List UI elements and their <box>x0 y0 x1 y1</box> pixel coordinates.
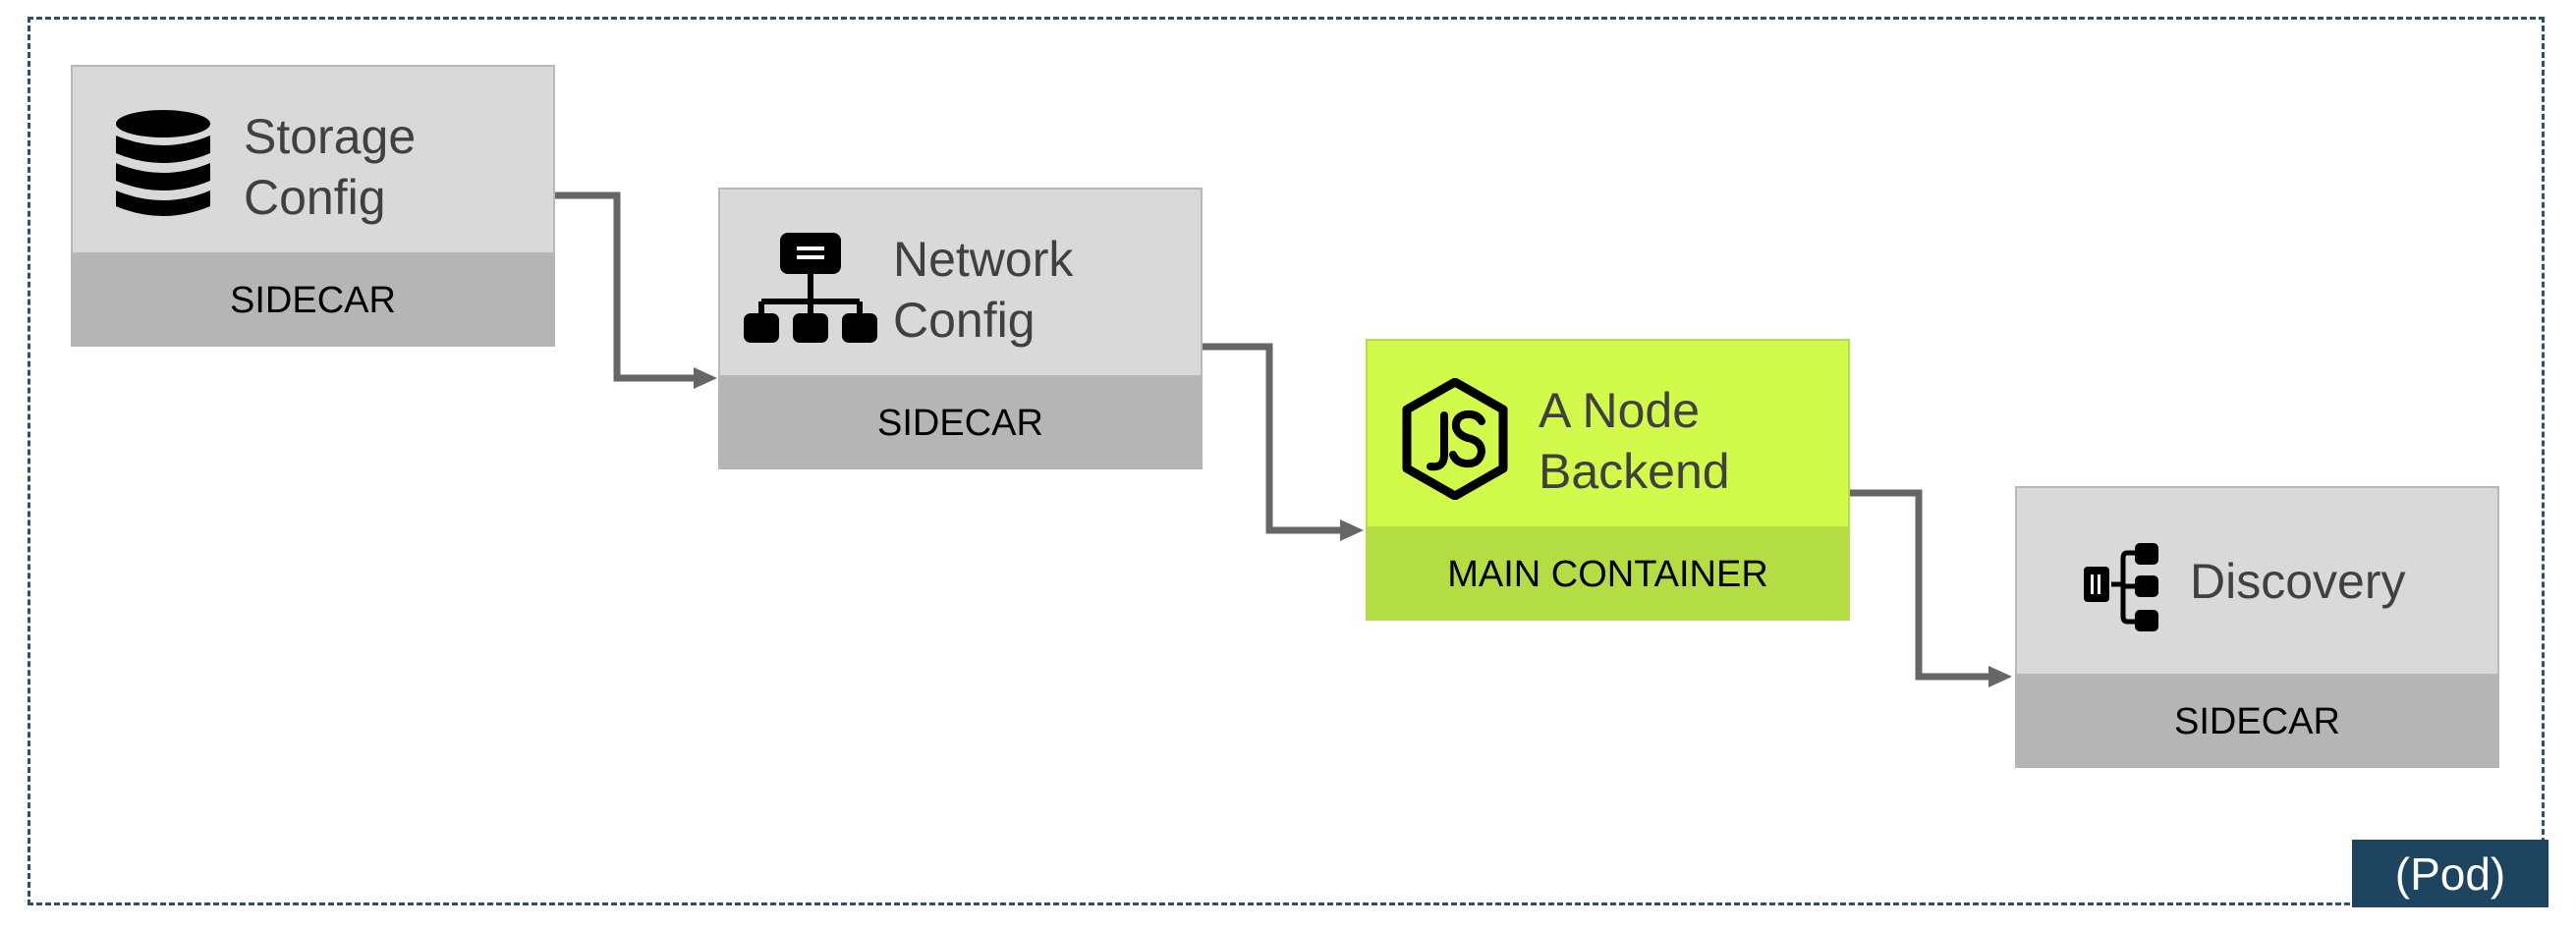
network-config-node: Network Config SIDECAR <box>718 188 1203 469</box>
storage-config-node: Storage Config SIDECAR <box>71 65 555 347</box>
discovery-tree-icon <box>2084 543 2158 631</box>
node-role-label: SIDECAR <box>71 254 555 347</box>
discovery-node: Discovery SIDECAR <box>2015 486 2499 768</box>
node-backend-node: A Node Backend MAIN CONTAINER <box>1366 339 1850 621</box>
database-icon <box>116 110 210 216</box>
title-line-2: Config <box>893 293 1036 348</box>
node-role-label: MAIN CONTAINER <box>1366 528 1850 621</box>
pod-boundary <box>28 17 2545 905</box>
arrow-network-to-node-head <box>1340 519 1364 541</box>
title-line-2: Config <box>244 170 386 225</box>
arrow-network-to-node <box>1203 343 1346 534</box>
arrow-storage-to-network <box>555 191 700 382</box>
node-header: A Node Backend <box>1366 339 1850 528</box>
title-line-1: Storage <box>244 109 417 164</box>
node-title: Storage Config <box>244 106 416 228</box>
pod-label: (Pod) <box>2352 840 2548 907</box>
node-title: Discovery <box>2190 551 2405 612</box>
arrow-storage-to-network-head <box>694 367 717 389</box>
arrow-node-to-discovery <box>1850 489 1994 681</box>
arrow-node-to-discovery-head <box>1988 666 2012 687</box>
node-role-label: SIDECAR <box>718 377 1203 469</box>
title-line-1: Discovery <box>2190 554 2406 609</box>
title-line-1: A Node <box>1539 383 1701 438</box>
network-hierarchy-icon <box>744 233 877 343</box>
nodejs-icon <box>1402 378 1508 500</box>
node-header: Network Config <box>718 188 1203 377</box>
node-title: A Node Backend <box>1539 380 1730 502</box>
node-title: Network Config <box>893 229 1073 351</box>
title-line-2: Backend <box>1539 444 1730 499</box>
title-line-1: Network <box>893 232 1074 287</box>
node-header: Discovery <box>2015 486 2499 676</box>
node-role-label: SIDECAR <box>2015 676 2499 768</box>
node-header: Storage Config <box>71 65 555 254</box>
